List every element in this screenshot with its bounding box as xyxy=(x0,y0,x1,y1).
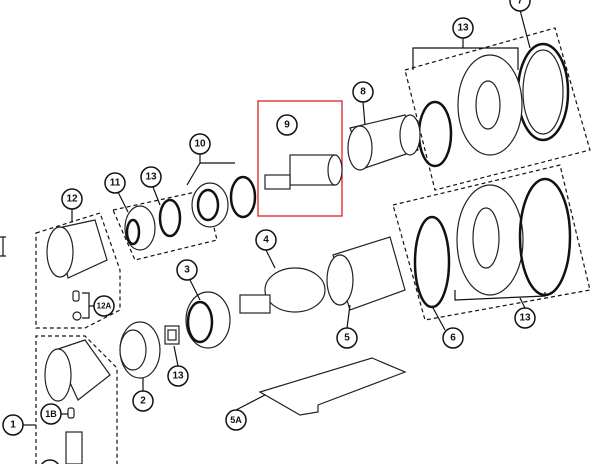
callout-partial-bottom xyxy=(41,459,59,464)
svg-text:5A: 5A xyxy=(230,415,242,425)
callout-10: 10 xyxy=(189,133,211,155)
part-flange-lower xyxy=(456,184,524,296)
part-12-handle xyxy=(46,219,108,279)
callout-11: 11 xyxy=(104,172,126,194)
callout-4: 4 xyxy=(255,229,277,251)
part-5a-plate xyxy=(258,357,407,416)
svg-text:3: 3 xyxy=(184,265,190,276)
callout-1b: 1B xyxy=(40,403,62,425)
callout-12: 12 xyxy=(61,188,83,210)
svg-text:1B: 1B xyxy=(45,409,57,419)
part-9-cartridge xyxy=(264,154,343,190)
callout-9: 9 xyxy=(276,114,298,136)
callout-1: 1 xyxy=(2,414,24,436)
svg-text:7: 7 xyxy=(517,0,523,7)
svg-text:12A: 12A xyxy=(97,302,112,311)
part-5-sleeve xyxy=(326,236,406,311)
callout-8: 8 xyxy=(352,81,374,103)
svg-text:2: 2 xyxy=(140,396,146,407)
part-6-ring-lower xyxy=(413,215,451,309)
dimension-mark xyxy=(0,236,6,257)
svg-text:13: 13 xyxy=(172,371,184,382)
callout-5: 5 xyxy=(336,327,358,349)
group-box-11-13 xyxy=(112,189,218,261)
part-1b-screw xyxy=(67,407,75,419)
group-box-12 xyxy=(35,212,121,329)
callout-7: 7 xyxy=(509,0,531,12)
part-12a-screw xyxy=(72,290,94,321)
svg-text:8: 8 xyxy=(360,87,366,98)
part-3-bonnet xyxy=(185,291,231,349)
callout-5a: 5A xyxy=(225,409,247,431)
callout-2: 2 xyxy=(132,390,154,412)
part-13-ring-top xyxy=(417,100,453,168)
callout-13-top: 13 xyxy=(452,17,474,39)
group-box-7-13 xyxy=(404,27,591,191)
svg-text:1: 1 xyxy=(10,420,16,431)
part-1-handle xyxy=(44,339,111,402)
svg-text:12: 12 xyxy=(66,194,78,205)
callout-6: 6 xyxy=(442,327,464,349)
svg-text:13: 13 xyxy=(457,23,469,34)
svg-text:11: 11 xyxy=(110,178,121,189)
part-7-ring-large-lower xyxy=(518,177,572,297)
highlight-box-part-9 xyxy=(257,100,343,217)
group-box-1 xyxy=(35,335,118,464)
part-flange-top xyxy=(457,54,523,156)
svg-text:13: 13 xyxy=(519,313,531,324)
svg-text:6: 6 xyxy=(450,333,456,344)
part-7-ring-large-top xyxy=(516,42,570,142)
svg-text:9: 9 xyxy=(284,120,290,131)
part-10-seat xyxy=(191,175,257,228)
callout-13-lower: 13 xyxy=(514,307,536,329)
part-11-escutcheon xyxy=(124,198,182,251)
svg-text:5: 5 xyxy=(344,333,350,344)
part-8-sleeve xyxy=(347,114,421,171)
svg-text:10: 10 xyxy=(194,139,206,150)
part-1-stem xyxy=(65,431,83,464)
group-box-6-13 xyxy=(392,164,591,321)
callout-13-gasket: 13 xyxy=(167,365,189,387)
callout-13-escutcheon: 13 xyxy=(140,166,162,188)
part-13-square-gasket xyxy=(164,325,180,345)
svg-text:13: 13 xyxy=(145,172,157,183)
part-2-trim-cap xyxy=(119,321,161,379)
callout-3: 3 xyxy=(176,259,198,281)
part-4-cartridge-large xyxy=(239,267,326,314)
svg-text:4: 4 xyxy=(263,235,269,246)
leader-lines xyxy=(23,9,546,426)
callout-12a: 12A xyxy=(93,295,115,317)
